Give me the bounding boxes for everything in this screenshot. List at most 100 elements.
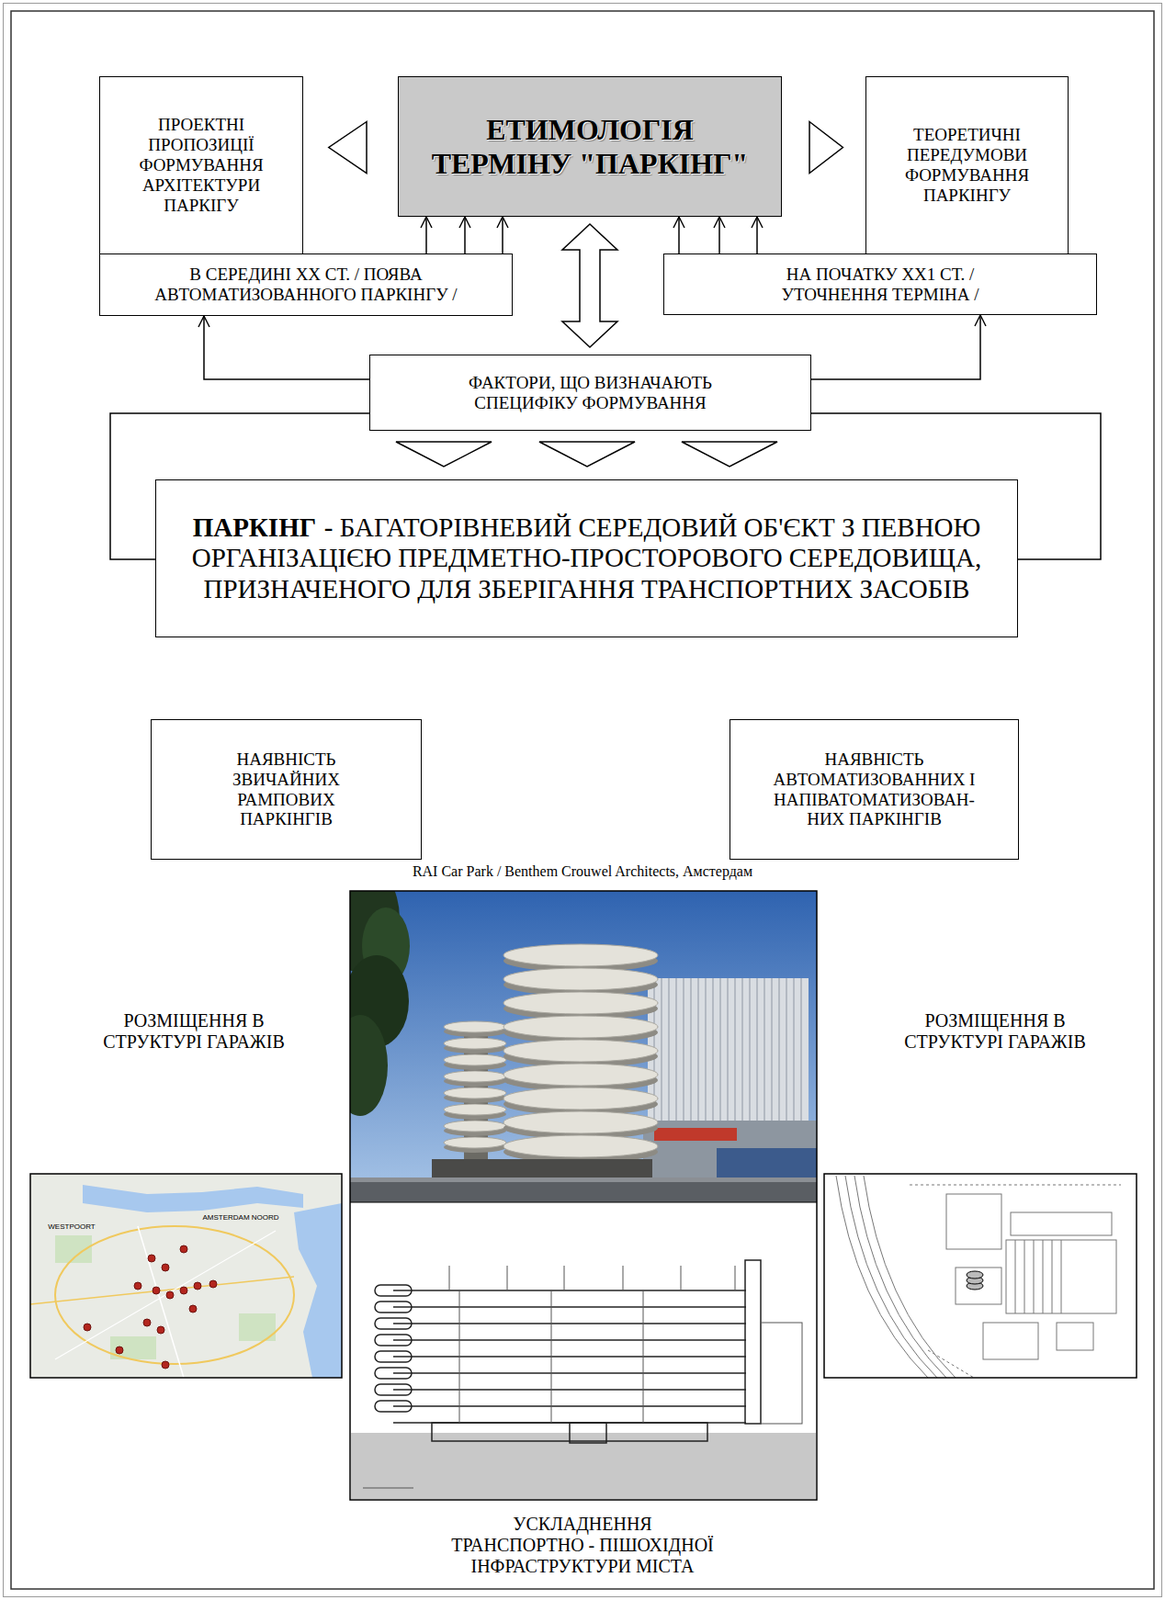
section-drawing-part (362, 1266, 803, 1489)
map-frame (30, 1174, 342, 1379)
definition-box: ПАРКІНГ- БАГАТОРІВНЕВИЙ СЕРЕДОВИЙ ОБ'ЄКТ… (155, 479, 1018, 638)
connector (562, 224, 618, 348)
section-drawing-part-part (374, 1401, 412, 1413)
connector (425, 216, 428, 254)
section-drawing-part-part (393, 1323, 747, 1325)
text-block: ТЕОРЕТИЧНІ ПЕРЕДУМОВИ ФОРМУВАННЯ ПАРКІНГ… (889, 124, 1046, 205)
car-park-photo-part (443, 1054, 507, 1066)
site-plan-frame (824, 1174, 1137, 1379)
section-drawing-part-part (393, 1356, 747, 1358)
car-park-photo-part-part (689, 978, 692, 1126)
section-drawing-part-part (393, 1306, 747, 1309)
section-drawing-part-part (393, 1289, 747, 1292)
city-map-part (82, 1185, 304, 1213)
car-park-photo-part-part (697, 978, 700, 1126)
city-map-part (30, 1174, 342, 1379)
section-drawing-part-part (374, 1384, 412, 1396)
car-park-photo-part (647, 978, 809, 1126)
section-drawing-part-part (680, 1266, 682, 1291)
site-plan-part-part (946, 1194, 1002, 1250)
section-drawing-part-part (393, 1405, 747, 1408)
node-text: ФАКТОРИ, ЩО ВИЗНАЧАЮТЬ СПЕЦИФІКУ ФОРМУВА… (468, 373, 713, 413)
city-map-part (294, 1203, 342, 1379)
car-park-photo-part (443, 1071, 507, 1083)
section-drawing-part-part (374, 1368, 412, 1380)
city-map-part-part (134, 1282, 142, 1290)
site-plan-part (836, 1176, 1121, 1379)
section-drawing-part-part (569, 1423, 607, 1444)
car-park-photo-part (350, 891, 817, 1203)
section-drawing-part-part (362, 1488, 414, 1490)
city-map-part-part (143, 1319, 151, 1327)
map-label: AMSTERDAM NOORD (199, 1213, 283, 1222)
section-drawing-part-part (374, 1285, 412, 1297)
city-map-part-part (166, 1291, 174, 1300)
section-drawing-part (374, 1260, 761, 1444)
city-map-part-part (161, 1264, 170, 1272)
site-plan-part-part (909, 1185, 1121, 1187)
text-block: ФАКТОРИ, ЩО ВИЗНАЧАЮТЬ СПЕЦИФІКУ ФОРМУВА… (448, 373, 734, 414)
connector (328, 122, 367, 174)
car-park-photo-part-part (756, 978, 758, 1126)
site-plan-part-part (983, 1323, 1039, 1360)
car-park-photo-part (503, 1063, 658, 1086)
type-box: НАЯВНІСТЬ АВТОМАТИЗОВАННИХ І НАПІВАТОМАТ… (729, 719, 1019, 860)
city-map-part (55, 1226, 295, 1365)
section-drawing-part-part (374, 1318, 412, 1330)
section-drawing-part-part (551, 1290, 553, 1424)
period-box: В СЕРЕДИНІ XX СТ. / ПОЯВА АВТОМАТИЗОВАНН… (99, 253, 513, 317)
car-park-photo-part (503, 1016, 658, 1039)
city-map-part-part (152, 1287, 160, 1295)
section-drawing-part-part (745, 1260, 761, 1425)
section-drawing-part-part (374, 1334, 412, 1346)
car-park-photo-part (503, 944, 658, 967)
connector (756, 216, 758, 254)
site-plan-part-part (863, 1176, 956, 1379)
section-drawing-part-part (622, 1266, 624, 1291)
city-map-part-part (193, 1282, 202, 1290)
city-map-part-part (157, 1326, 165, 1335)
section-drawing-part-part (393, 1339, 747, 1342)
node-text: ПРОЕКТНІ ПРОПОЗИЦІЇ ФОРМУВАННЯ АРХІТЕКТУ… (138, 114, 263, 215)
city-map-part-part (189, 1305, 197, 1313)
car-park-photo-part-part (726, 978, 729, 1126)
connector (539, 441, 635, 467)
connector (678, 216, 680, 254)
car-park-photo-part (350, 1015, 388, 1117)
car-park-photo-part-part (675, 978, 678, 1126)
car-park-photo-part (503, 1135, 658, 1158)
city-map-part-part (209, 1280, 217, 1289)
city-map-part (30, 1277, 295, 1305)
car-park-photo-part (443, 1021, 507, 1033)
connector (203, 316, 370, 380)
car-park-photo-part (443, 1038, 507, 1050)
site-plan-part-part (1042, 1240, 1044, 1314)
site-plan-part (966, 1271, 984, 1290)
car-park-photo-part-part (800, 978, 803, 1126)
car-park-photo-part-part (792, 978, 795, 1126)
site-plan-part-part (1024, 1240, 1026, 1314)
connector (809, 122, 843, 174)
car-park-photo-part (503, 992, 658, 1015)
site-plan-part-part (1015, 1240, 1017, 1314)
connector (463, 216, 466, 254)
factors-box: ФАКТОРИ, ЩО ВИЗНАЧАЮТЬ СПЕЦИФІКУ ФОРМУВА… (369, 354, 812, 431)
period-box: НА ПОЧАТКУ XX1 СТ. / УТОЧНЕННЯ ТЕРМІНА / (663, 253, 1098, 316)
central-term-box: ЕТИМОЛОГІЯ ТЕРМІНУ "ПАРКІНГ" (397, 76, 782, 217)
car-park-photo-part (443, 1087, 507, 1099)
connector (501, 216, 504, 254)
site-plan-part-part (836, 1176, 928, 1379)
city-map-part (137, 1226, 184, 1379)
city-map-part-part (115, 1346, 124, 1355)
site-plan-part-part (1006, 1240, 1117, 1314)
site-plan-part-part (1061, 1240, 1063, 1314)
car-park-photo-part-part (785, 978, 788, 1126)
map-label: WESTPOORT (34, 1222, 109, 1232)
site-plan-part-part (854, 1176, 947, 1379)
text-block: ЕТИМОЛОГІЯ ТЕРМІНУ "ПАРКІНГ" (415, 113, 765, 181)
section-drawing-part (350, 1202, 817, 1501)
city-map-part (83, 1245, 217, 1369)
photo-frame (350, 891, 817, 1501)
node-text: НАЯВНІСТЬ ЗВИЧАЙНИХ РАМПОВИХ ПАРКІНГІВ (232, 749, 340, 830)
